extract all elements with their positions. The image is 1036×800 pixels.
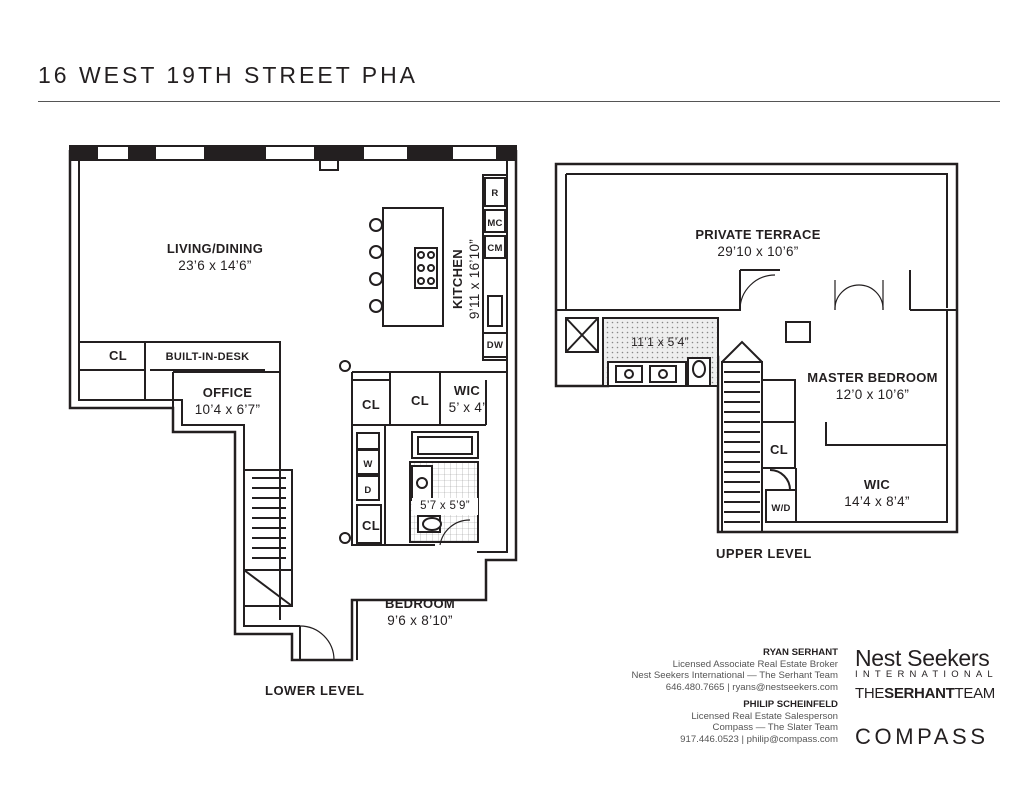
nest-seekers-subtitle: INTERNATIONAL	[855, 669, 998, 680]
serhant-the: THE	[855, 685, 885, 702]
agent-title: Licensed Associate Real Estate Broker	[672, 658, 838, 670]
room-name: KITCHEN	[450, 249, 465, 309]
room-name: WIC	[453, 383, 481, 398]
title-divider	[38, 101, 1000, 102]
serhant-team: TEAM	[954, 685, 996, 702]
kitchen-island	[369, 207, 444, 327]
room-name: WIC	[863, 477, 891, 492]
nest-seekers-logo: Nest Seekers	[855, 645, 990, 671]
agent-contact[interactable]: 646.480.7665 | ryans@nestseekers.com	[665, 681, 838, 693]
appliance-dishwasher: DW	[486, 340, 504, 351]
upper-stair	[721, 340, 763, 533]
closet-label: CL	[770, 442, 788, 457]
built-in-desk-label: BUILT-IN-DESK	[165, 351, 250, 363]
room-name: BEDROOM	[385, 596, 455, 611]
office-area	[79, 341, 281, 620]
room-dimension: 23’6 x 14’6”	[178, 258, 252, 273]
upper-doors	[699, 274, 884, 351]
agent-company: Compass — The Slater Team	[712, 722, 838, 733]
washer-label: W	[363, 459, 373, 470]
closet-label: CL	[411, 393, 429, 408]
room-living-dining: LIVING/DINING 23’6 x 14’6”	[150, 240, 280, 274]
dryer-label: D	[364, 485, 372, 496]
upper-rooms	[761, 362, 947, 523]
closet-label: CL	[109, 348, 127, 363]
room-dimension: 5’ x 4’	[448, 400, 486, 415]
closet-label: CL	[362, 397, 380, 412]
compass-logo: COMPASS	[855, 724, 989, 749]
serhant-name: SERHANT	[884, 685, 955, 702]
entry-door	[299, 625, 335, 661]
agent-title: Licensed Real Estate Salesperson	[691, 710, 838, 722]
lower-level-label: LOWER LEVEL	[265, 683, 365, 698]
room-dimension: 12’0 x 10’6”	[835, 387, 910, 402]
agent-credits: RYAN SERHANT Licensed Associate Real Est…	[578, 647, 838, 745]
room-name: PRIVATE TERRACE	[695, 227, 821, 242]
kitchen-counter	[482, 174, 508, 361]
washer-dryer-label: W/D	[771, 503, 791, 514]
room-dimension: 29’10 x 10’6”	[717, 244, 799, 259]
agent-name: PHILIP SCHEINFELD	[743, 699, 838, 710]
appliance-refrigerator: R	[491, 188, 499, 199]
listing-title: 16 WEST 19TH STREET PHA	[38, 62, 419, 88]
room-private-terrace: PRIVATE TERRACE 29’10 x 10’6”	[678, 226, 838, 260]
room-name: MASTER BEDROOM	[807, 370, 938, 385]
room-bedroom: BEDROOM 9’6 x 8’10”	[370, 595, 470, 629]
room-wic: WIC 5’ x 4’	[447, 382, 487, 416]
room-name: LIVING/DINING	[166, 241, 264, 256]
appliance-microwave: MC	[487, 218, 503, 229]
upper-level-label: UPPER LEVEL	[716, 546, 812, 561]
room-dimension: 9’6 x 8’10”	[387, 613, 453, 628]
bath-dimension: 5’7 x 5’9”	[412, 498, 478, 515]
appliance-coffee-maker: CM	[487, 243, 503, 254]
room-master-bedroom: MASTER BEDROOM 12’0 x 10’6”	[800, 369, 945, 403]
lower-stair	[243, 469, 293, 607]
room-dimension: 10’4 x 6’7”	[194, 402, 261, 417]
serhant-team-logo: THESERHANTTEAM	[855, 685, 995, 702]
lower-windows	[69, 145, 517, 171]
agent-company: Nest Seekers International — The Serhant…	[631, 670, 838, 681]
room-kitchen: KITCHEN 9’11 x 16’10”	[449, 219, 483, 339]
upper-bath	[565, 317, 811, 387]
room-upper-wic: WIC 14’4 x 8’4”	[832, 476, 922, 510]
upper-bath-dimension: 11’1 x 5’4”	[631, 335, 689, 349]
room-dimension: 14’4 x 8’4”	[844, 494, 910, 509]
room-office: OFFICE 10’4 x 6’7”	[180, 384, 275, 418]
agent-name: RYAN SERHANT	[763, 647, 838, 658]
closet-label: CL	[362, 518, 380, 533]
room-name: OFFICE	[202, 385, 253, 400]
agent-contact[interactable]: 917.446.0523 | philip@compass.com	[680, 733, 838, 745]
room-dimension: 9’11 x 16’10”	[467, 238, 482, 320]
